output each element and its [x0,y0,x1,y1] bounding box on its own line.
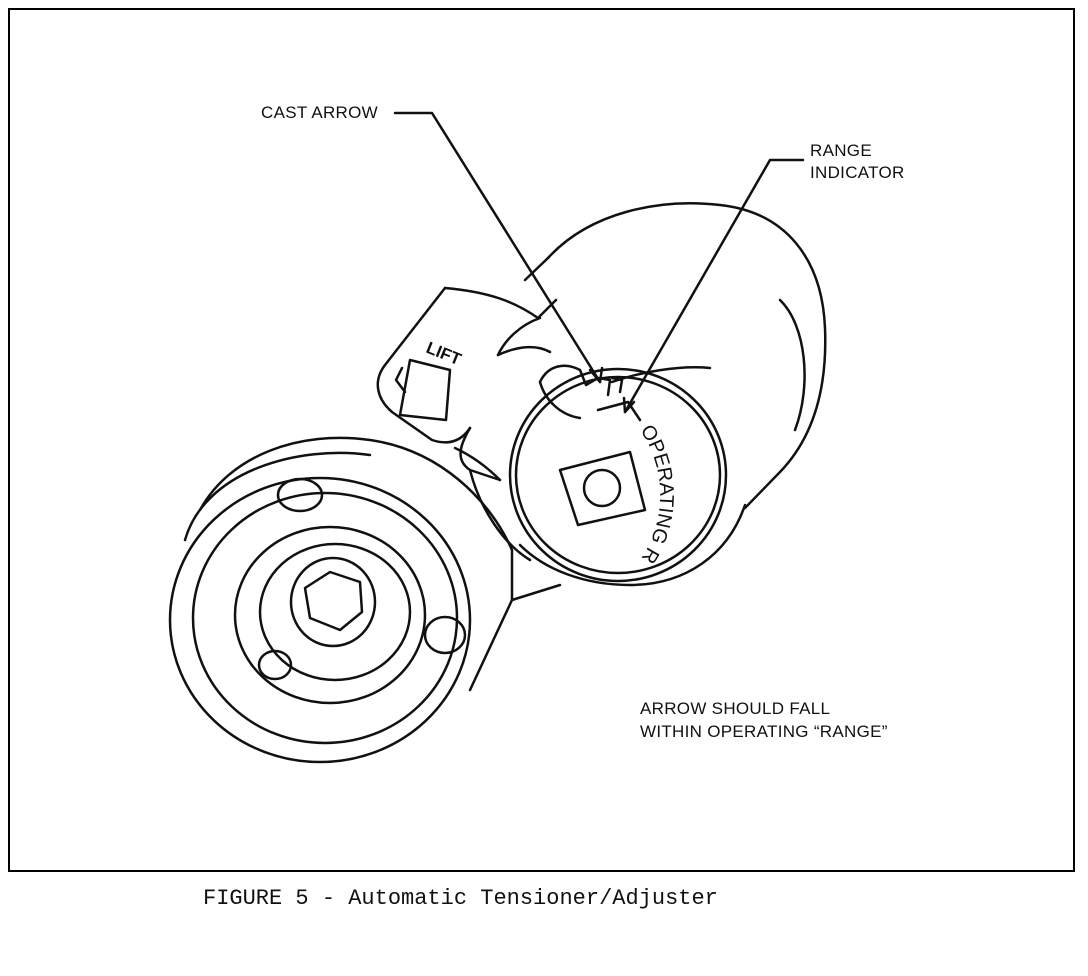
range-indicator-leader [622,158,805,414]
tensioner-arm [376,286,558,562]
note-line2: WITHIN OPERATING “RANGE” [640,722,888,741]
figure-frame [8,8,1075,872]
pulley [168,436,562,764]
range-dial: OPERATING RANGE [0,0,728,583]
tensioner-housing [518,202,827,587]
operating-range-text: OPERATING RANGE [0,0,677,567]
figure-caption: FIGURE 5 - Automatic Tensioner/Adjuster [203,886,718,911]
svg-text:OPERATING RANGE: OPERATING RANGE [0,0,677,567]
cast-arrow-label: CAST ARROW [261,103,378,122]
range-indicator-label-line2: INDICATOR [810,163,905,182]
note-line1: ARROW SHOULD FALL [640,699,831,718]
cast-arrow-leader [393,111,604,384]
range-indicator-label-line1: RANGE [810,141,872,160]
